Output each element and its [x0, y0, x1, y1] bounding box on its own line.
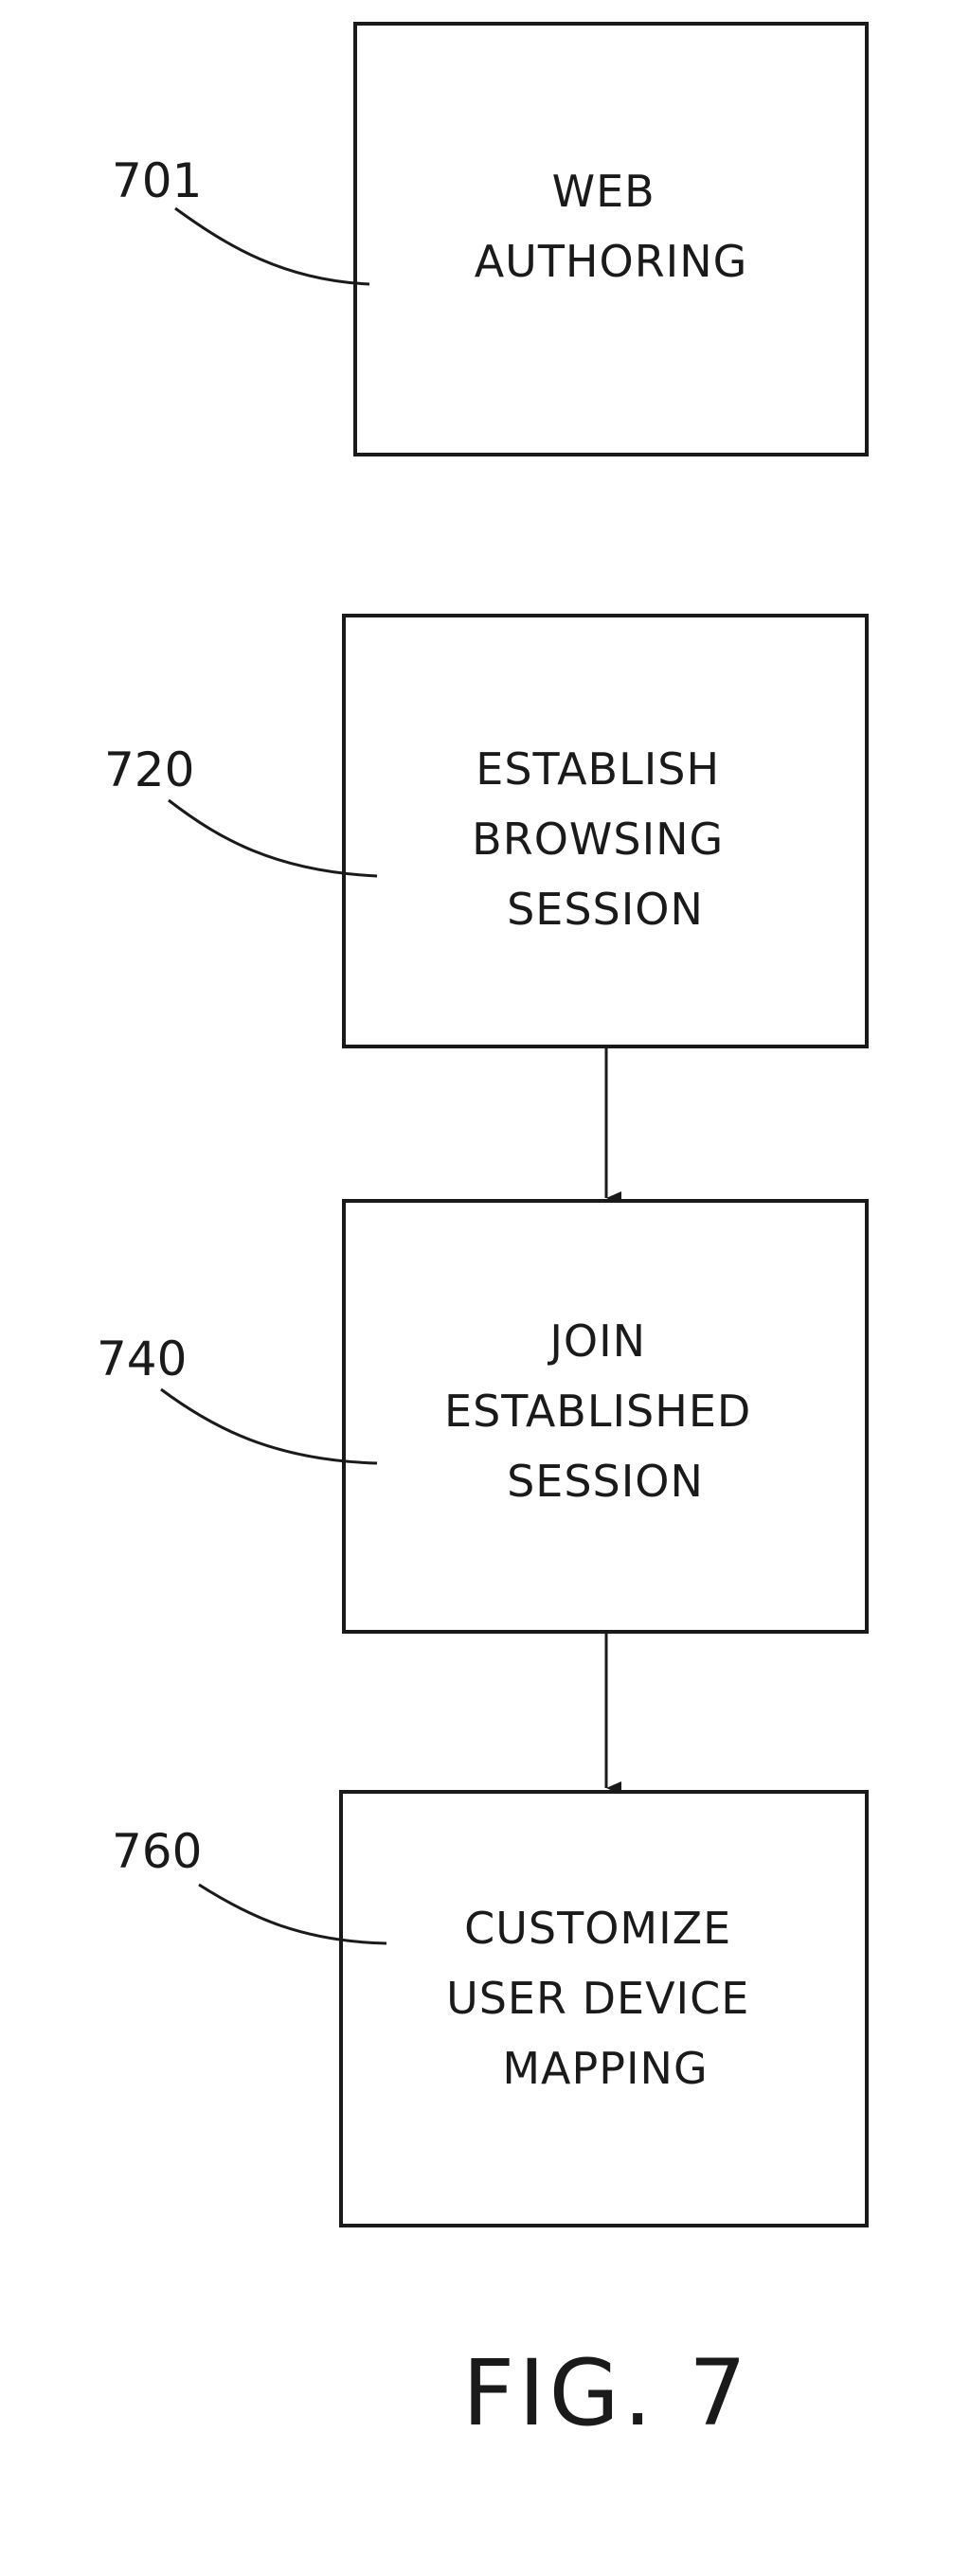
step-box-760-line-1: CUSTOMIZE: [464, 1903, 731, 1954]
step-box-720: ESTABLISH BROWSING SESSION: [344, 616, 867, 1046]
step-box-701: WEB AUTHORING: [355, 24, 867, 455]
leader-line-701: [175, 208, 369, 284]
step-box-760-line-2: USER DEVICE: [446, 1973, 749, 2024]
step-box-740: JOIN ESTABLISHED SESSION: [344, 1201, 867, 1632]
step-box-740-line-2: ESTABLISHED: [444, 1386, 751, 1437]
step-box-740-line-1: JOIN: [547, 1315, 646, 1367]
ref-label-720-group: 720: [104, 742, 377, 876]
figure-label: FIG. 7: [462, 2340, 750, 2446]
step-box-720-line-2: BROWSING: [472, 814, 724, 865]
step-box-701-line-2: AUTHORING: [475, 236, 748, 287]
step-box-720-line-1: ESTABLISH: [476, 743, 720, 795]
ref-label-760: 760: [112, 1824, 202, 1879]
step-box-720-line-3: SESSION: [507, 884, 704, 935]
step-box-701-line-1: WEB: [552, 166, 656, 217]
ref-label-720: 720: [104, 742, 194, 797]
svg-text:ESTABLISH BROWSING: ESTABLISH BROWSING SESSION: [472, 743, 739, 935]
step-box-760-line-3: MAPPING: [502, 2043, 708, 2094]
ref-label-740-group: 740: [97, 1332, 377, 1463]
ref-label-701-group: 701: [112, 153, 369, 284]
ref-label-740: 740: [97, 1332, 187, 1386]
step-box-760: CUSTOMIZE USER DEVICE MAPPING: [341, 1792, 867, 2226]
ref-label-701: 701: [112, 153, 202, 208]
step-box-740-line-3: SESSION: [507, 1456, 704, 1507]
